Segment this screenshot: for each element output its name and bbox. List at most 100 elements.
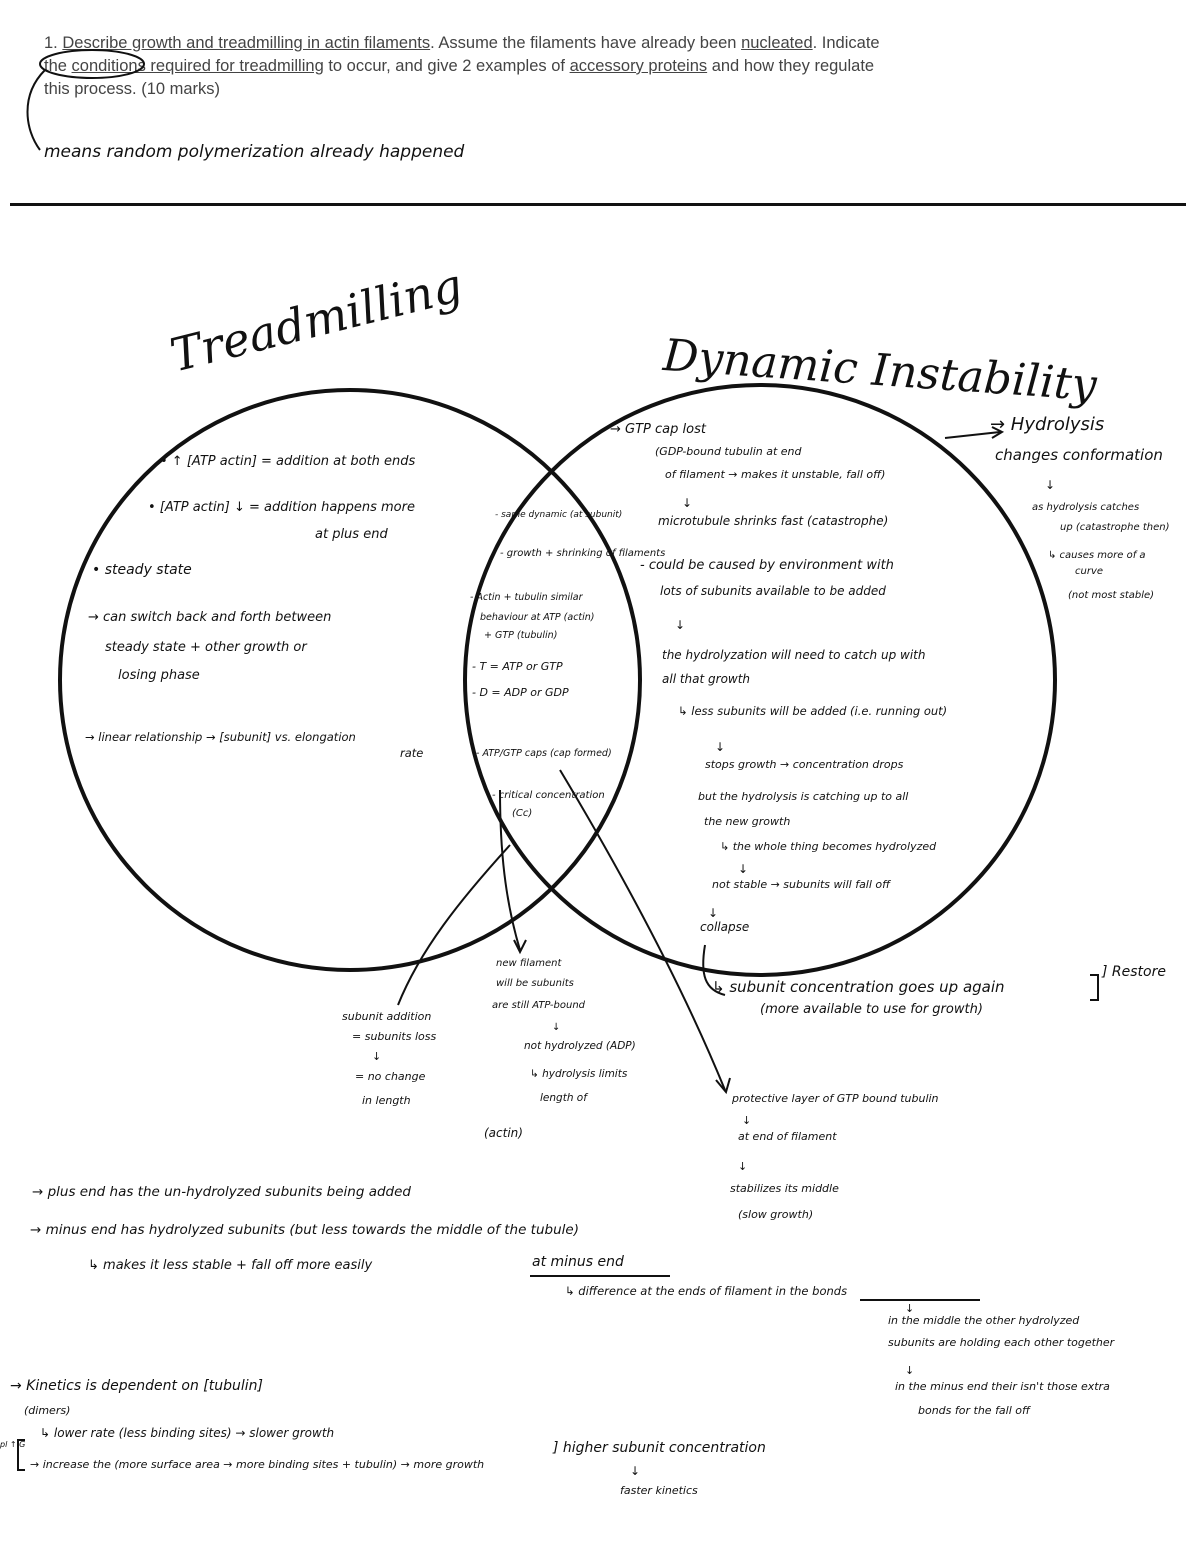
dynamic-note: ↓ [675,618,686,632]
new-filament-line: new filament [496,958,562,969]
dynamic-instability-circle [463,383,1057,977]
plus-end-note: → plus end has the un-hydrolyzed subunit… [32,1184,411,1200]
new-filament-line: will be subunits [496,978,574,989]
dynamic-note: ↳ the whole thing becomes hydrolyzed [720,840,937,853]
overlap-note: behaviour at ATP (actin) [480,612,595,623]
treadmilling-circle [58,388,642,972]
restore-label: ] Restore [1102,964,1166,980]
hydrolysis-line: up (catastrophe then) [1060,522,1170,533]
kinetics-bracket: ] higher subunit concentration [553,1440,766,1456]
question-seg-nucleated: nucleated [741,34,813,52]
dynamic-note: (GDP-bound tubulin at end [655,445,802,458]
middle-note-3: subunits are holding each other together [888,1336,1115,1349]
kinetics-line-4: → increase the (more surface area → more… [30,1458,485,1471]
dynamic-note: ↓ [708,906,719,920]
nucleated-circle [39,49,145,79]
treadmilling-note-3: at plus end [315,527,388,542]
hydrolysis-line: (not most stable) [1068,590,1155,601]
new-filament-line: length of [540,1092,587,1104]
subunit-addition-line: in length [362,1094,411,1107]
treadmilling-note-8: → linear relationship → [subunit] vs. el… [85,730,356,744]
kinetics-line-2: (dimers) [24,1404,71,1417]
overlap-note: - growth + shrinking of filaments [500,548,666,559]
dynamic-note: but the hydrolysis is catching up to all [698,790,909,803]
arrow-to-right-note [559,769,726,1091]
kinetics-line-3: ↳ lower rate (less binding sites) → slow… [40,1426,335,1440]
protective-layer-line: at end of filament [738,1130,837,1143]
overlap-note: (Cc) [512,808,533,819]
divider-line [10,203,1186,206]
dynamic-note: all that growth [662,672,751,686]
minus-end-label: at minus end [532,1254,624,1270]
treadmilling-note-7: losing phase [118,668,200,683]
dynamic-note: of filament → makes it unstable, fall of… [665,468,886,481]
hydrolysis-line: ↓ [1045,478,1056,492]
hydrolysis-line: as hydrolysis catches [1032,502,1140,513]
dynamic-note: microtubule shrinks fast (catastrophe) [658,514,889,528]
question-number: 1. [44,34,58,52]
protective-layer-line: ↓ [738,1160,748,1173]
treadmilling-note-6: steady state + other growth or [105,640,307,655]
dynamic-note: → GTP cap lost [610,422,706,437]
hydrolysis-arrow [944,431,1001,439]
hydrolysis-line: curve [1075,566,1104,577]
header-note: means random polymerization already happ… [44,142,465,162]
new-filament-line: not hydrolyzed (ADP) [524,1040,636,1052]
overlap-note: - D = ADP or GDP [472,686,569,699]
kinetics-side: pl ↑ G [0,1440,26,1449]
question-seg-growth: Describe growth and treadmilling in acti… [62,34,431,52]
question-seg: . Indicate the [44,34,880,75]
subunit-addition-line: = no change [355,1070,426,1083]
dynamic-note: stops growth → concentration drops [705,758,904,771]
minus-end-note-2: ↳ makes it less stable + fall off more e… [88,1258,373,1273]
dynamic-note: - could be caused by environment with [640,558,894,573]
subunit-addition-line: = subunits loss [352,1030,437,1043]
question-seg-conditions: conditions required for treadmilling [71,57,324,75]
overlap-note: + GTP (tubulin) [484,630,558,641]
nucleated-arrow [26,69,46,151]
dynamic-note: not stable → subunits will fall off [712,878,891,891]
new-filament-line: (actin) [484,1126,523,1140]
new-filament-line: are still ATP-bound [492,1000,586,1011]
overlap-note: - T = ATP or GTP [472,660,563,673]
restore-line-2: (more available to use for growth) [760,1002,983,1017]
hydrolysis-line: → Hydrolysis [990,414,1105,435]
overlap-note: - critical concentration [492,790,605,801]
restore-line-1: ↳ subunit concentration goes up again [712,978,1005,996]
kinetics-result: faster kinetics [620,1484,698,1497]
question-seg: . Assume the filaments have already been [430,34,742,52]
question-seg-accessory: accessory proteins [569,57,708,75]
dynamic-note: collapse [700,920,750,934]
question-seg: and how they regulate this process. (10 … [44,57,875,98]
subunit-addition-line: ↓ [372,1050,382,1063]
protective-layer-line: (slow growth) [738,1208,814,1221]
kinetics-line-1: → Kinetics is dependent on [tubulin] [10,1378,263,1394]
dynamic-note: ↓ [738,862,749,876]
middle-note-5: in the minus end their isn't those extra [895,1380,1110,1393]
new-filament-line: ↳ hydrolysis limits [530,1068,628,1080]
question-seg: to occur, and give 2 examples of [323,57,570,75]
protective-layer-line: ↓ [742,1114,752,1127]
treadmilling-note-1: • ↑ [ATP actin] = addition at both ends [160,454,416,469]
overlap-note: - ATP/GTP caps (cap formed) [476,748,612,759]
kinetics-arrow: ↓ [630,1464,641,1478]
treadmilling-note-2: • [ATP actin] ↓ = addition happens more [148,500,415,515]
minus-end-note: → minus end has hydrolyzed subunits (but… [30,1222,579,1238]
arrow-to-restore [702,944,726,996]
middle-note-2: in the middle the other hydrolyzed [888,1314,1080,1327]
dynamic-note: ↳ less subunits will be added (i.e. runn… [678,704,948,718]
treadmilling-note-4: • steady state [92,562,192,578]
dynamic-note: lots of subunits available to be added [660,584,886,598]
dynamic-note: ↓ [682,496,693,510]
overlap-note: - same dynamic (at subunit) [495,510,623,520]
middle-note-4: ↓ [905,1364,915,1377]
arrow-to-left-note [397,844,511,1006]
hydrolysis-line: ↳ causes more of a [1048,550,1146,561]
dynamic-note: ↓ [715,740,726,754]
hydrolysis-line: changes conformation [995,446,1163,464]
arrow-to-mid-note [499,789,521,951]
middle-note-6: bonds for the fall off [918,1404,1030,1417]
question-text: 1. Describe growth and treadmilling in a… [44,32,904,101]
difference-note: ↳ difference at the ends of filament in … [565,1284,848,1298]
